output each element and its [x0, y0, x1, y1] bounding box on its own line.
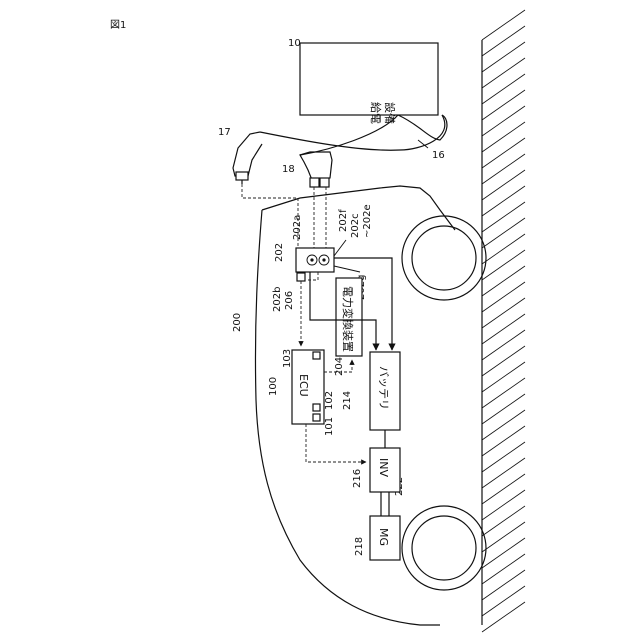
rear-wheel: [402, 506, 486, 590]
ground-hatch-line: [482, 298, 525, 328]
supply-label-1: 給電: [369, 102, 383, 124]
ground-hatch-line: [482, 538, 525, 568]
ground-hatch-line: [482, 170, 525, 200]
ref-16: 16: [432, 150, 445, 161]
ground-hatch-line: [482, 58, 525, 88]
ground-hatch-line: [482, 378, 525, 408]
converter-label: 電力変換装置: [341, 286, 355, 352]
ground-hatch-line: [482, 346, 525, 376]
ground-hatch-line: [482, 42, 525, 72]
ref-204: 204: [334, 357, 345, 376]
ref-103: 103: [282, 349, 293, 368]
ground-hatch-line: [482, 554, 525, 584]
ref-216: 216: [352, 469, 363, 488]
ground-hatch-line: [482, 122, 525, 152]
ref-17: 17: [218, 127, 231, 138]
ref-202c: 202c: [350, 213, 361, 238]
battery-214: バッテリ: [370, 352, 400, 430]
sensor-206: [297, 273, 305, 281]
ref-202: 202: [274, 243, 285, 262]
ground-hatch-line: [482, 410, 525, 440]
ground-hatch-line: [482, 314, 525, 344]
ecu-label: ECU: [297, 374, 310, 397]
ground-hatch-line: [482, 330, 525, 360]
ground-hatch-line: [482, 522, 525, 552]
ground-hatch-line: [482, 10, 525, 40]
ground-hatch-line: [482, 394, 525, 424]
ground-hatch-line: [482, 282, 525, 312]
ref-10: 10: [288, 38, 301, 49]
inv-label: INV: [377, 458, 390, 477]
ground-hatch-line: [482, 250, 525, 280]
ground-hatch-line: [482, 138, 525, 168]
connector-18: [300, 152, 332, 187]
battery-label: バッテリ: [377, 366, 390, 410]
ref-200: 200: [232, 313, 243, 332]
ref-218: 218: [354, 537, 365, 556]
inverter-216: INV: [370, 448, 400, 492]
ref-102: 102: [324, 391, 335, 410]
ground-hatch-line: [482, 490, 525, 520]
ecu-100: ECU: [292, 350, 324, 424]
ground-hatch-line: [482, 234, 525, 264]
supply-label-2: 設備: [383, 102, 397, 124]
ground-hatch-line: [482, 74, 525, 104]
ground-hatch-line: [482, 90, 525, 120]
ground-hatch-line: [482, 602, 525, 632]
ref-206: 206: [284, 291, 295, 310]
ref-202f: 202f: [338, 209, 349, 232]
ref-101: 101: [324, 417, 335, 436]
ground-hatch-line: [482, 458, 525, 488]
vehicle-body: [255, 186, 455, 625]
mg-label: MG: [377, 528, 390, 546]
figure-title: 図1: [110, 19, 126, 31]
ref-214: 214: [342, 391, 353, 410]
ground-hatch-line: [482, 442, 525, 472]
ref-18: 18: [282, 164, 295, 175]
power-supply-equipment: 給電 設備: [300, 43, 438, 124]
ground-hatch-line: [482, 218, 525, 248]
ref-202e: ~202e: [362, 204, 373, 238]
motor-generator-218: MG: [370, 516, 400, 560]
ref-100: 100: [268, 377, 279, 396]
ground: [482, 10, 525, 632]
ref-202b: 202b: [272, 287, 283, 312]
ground-hatch-line: [482, 474, 525, 504]
inlet-to-ecu: [306, 272, 318, 280]
charging-inlet-202: [296, 248, 334, 272]
ground-hatch-line: [482, 202, 525, 232]
ground-hatch-line: [482, 26, 525, 56]
front-wheel: [402, 216, 486, 300]
ground-hatch-line: [482, 266, 525, 296]
ground-hatch-line: [482, 154, 525, 184]
ground-hatch-line: [482, 570, 525, 600]
ground-hatch-line: [482, 586, 525, 616]
power-converter-204: 電力変換装置: [336, 278, 362, 356]
link-17: [242, 184, 298, 248]
ground-hatch-line: [482, 106, 525, 136]
ground-hatch-line: [482, 426, 525, 456]
ecu-to-inv: [306, 424, 366, 462]
ground-hatch-line: [482, 186, 525, 216]
ground-hatch-line: [482, 362, 525, 392]
ref-202a: 202a: [292, 215, 303, 240]
connector-17: [233, 132, 262, 184]
ground-hatch-line: [482, 506, 525, 536]
